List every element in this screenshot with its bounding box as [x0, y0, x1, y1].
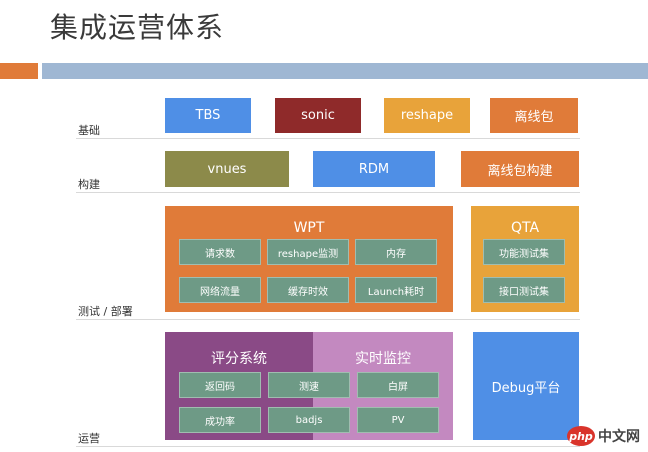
qta-title: QTA	[510, 220, 540, 236]
ops-item-pv: PV	[357, 407, 439, 433]
wpt-title: WPT	[293, 220, 325, 236]
wpt-item-launch-time: Launch耗时	[355, 277, 437, 303]
row-divider-build	[76, 192, 580, 193]
page-title: 集成运营体系	[50, 11, 225, 44]
wpt-item-requests: 请求数	[179, 239, 261, 265]
row-label-foundation: 基础	[78, 124, 100, 137]
box-offline-build: 离线包构建	[461, 151, 579, 187]
watermark-text: 中文网	[598, 429, 640, 445]
wpt-item-network-traffic: 网络流量	[179, 277, 261, 303]
row-label-operations: 运营	[78, 432, 100, 445]
qta-panel: QTA 功能测试集 接口测试集	[471, 206, 579, 312]
scoring-title: 评分系统	[211, 351, 267, 367]
row-label-test-deploy: 测试 / 部署	[78, 305, 133, 318]
watermark: php 中文网	[567, 426, 640, 446]
row-divider-ops	[76, 446, 580, 447]
wpt-panel: WPT 请求数 reshape监测 内存 网络流量 缓存时效 Launch耗时	[165, 206, 453, 312]
qta-item-functional-tests: 功能测试集	[483, 239, 565, 265]
row-divider-test	[76, 319, 580, 320]
row-divider-foundation	[76, 138, 580, 139]
qta-item-api-tests: 接口测试集	[483, 277, 565, 303]
ops-item-return-code: 返回码	[179, 372, 261, 398]
box-debug-platform: Debug平台	[473, 332, 579, 440]
title-accent-orange	[0, 63, 38, 79]
ops-item-white-screen: 白屏	[357, 372, 439, 398]
wpt-item-cache-ttl: 缓存时效	[267, 277, 349, 303]
box-reshape: reshape	[384, 98, 470, 133]
box-vnues: vnues	[165, 151, 289, 187]
ops-item-badjs: badjs	[268, 407, 350, 433]
box-rdm: RDM	[313, 151, 435, 187]
wpt-item-reshape-monitor: reshape监测	[267, 239, 349, 265]
box-offline-package: 离线包	[490, 98, 578, 133]
box-tbs: TBS	[165, 98, 251, 133]
row-label-build: 构建	[78, 178, 100, 191]
title-accent-blue	[42, 63, 648, 79]
ops-item-speed-test: 测速	[268, 372, 350, 398]
box-sonic: sonic	[275, 98, 361, 133]
ops-item-success-rate: 成功率	[179, 407, 261, 433]
watermark-logo: php	[567, 426, 595, 446]
wpt-item-memory: 内存	[355, 239, 437, 265]
monitor-title: 实时监控	[355, 351, 411, 367]
